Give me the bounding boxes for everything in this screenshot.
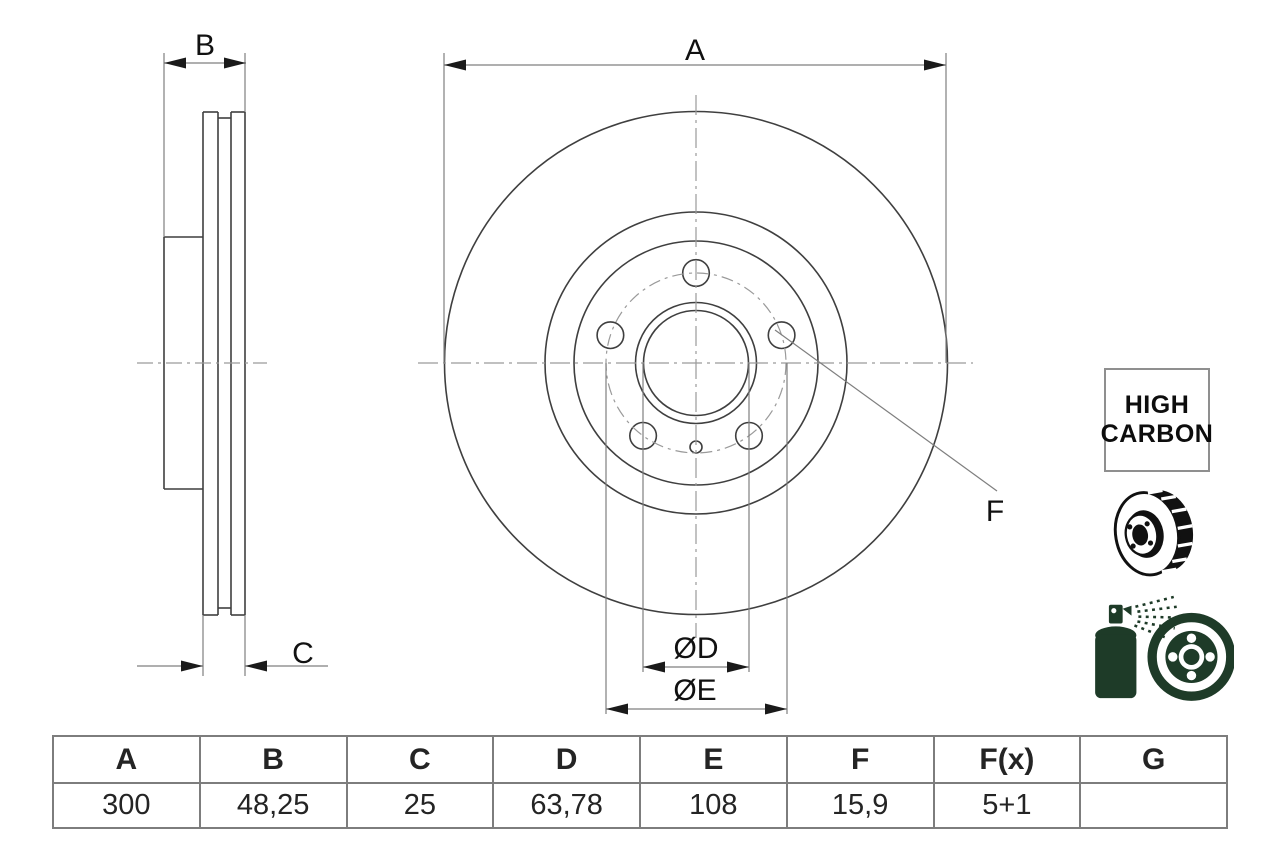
- badge-line1: HIGH: [1124, 390, 1190, 419]
- table-header-fx: F(x): [932, 735, 1082, 784]
- dim-a-label: A: [685, 34, 705, 67]
- high-carbon-badge: HIGH CARBON: [1101, 368, 1213, 472]
- front-view-centerlines: [418, 95, 973, 638]
- dimension-lines: [137, 53, 998, 714]
- table-header-d: D: [492, 735, 641, 784]
- value-a: 300: [52, 782, 201, 829]
- value-f: 15,9: [785, 782, 935, 829]
- value-d: 63,78: [492, 782, 641, 829]
- spec-table-value-row: 300 48,25 25 63,78 108 15,9 5+1: [52, 782, 1228, 829]
- bolt-hole: [596, 321, 625, 350]
- vented-disc-icon: [1113, 488, 1194, 577]
- bolt-hole: [767, 321, 796, 350]
- value-e: 108: [639, 782, 788, 829]
- dim-e-label: ØE: [673, 674, 716, 707]
- table-header-f: F: [785, 735, 935, 784]
- table-header-g: G: [1079, 735, 1228, 784]
- dimension-arrowheads: [164, 57, 946, 715]
- table-header-c: C: [345, 735, 495, 784]
- spray-coating-icon: [1095, 595, 1234, 701]
- spec-table-header-row: A B C D E F F(x) G: [52, 735, 1228, 784]
- table-header-a: A: [52, 735, 201, 784]
- value-g: [1079, 782, 1228, 829]
- spec-table: A B C D E F F(x) G 300 48,25 25 63,78 10…: [52, 735, 1228, 829]
- dim-c-label: C: [292, 637, 314, 670]
- dim-b-label: B: [195, 29, 215, 62]
- value-fx: 5+1: [932, 782, 1082, 829]
- dim-f-label: F: [986, 495, 1004, 528]
- coated-disc: [1147, 612, 1234, 701]
- badge-line2: CARBON: [1100, 420, 1214, 448]
- value-c: 25: [345, 782, 495, 829]
- value-b: 48,25: [198, 782, 348, 829]
- table-header-e: E: [639, 735, 788, 784]
- drawing-area: A B C ØD ØE F: [137, 29, 1004, 715]
- table-header-b: B: [198, 735, 348, 784]
- dim-d-label: ØD: [674, 632, 719, 665]
